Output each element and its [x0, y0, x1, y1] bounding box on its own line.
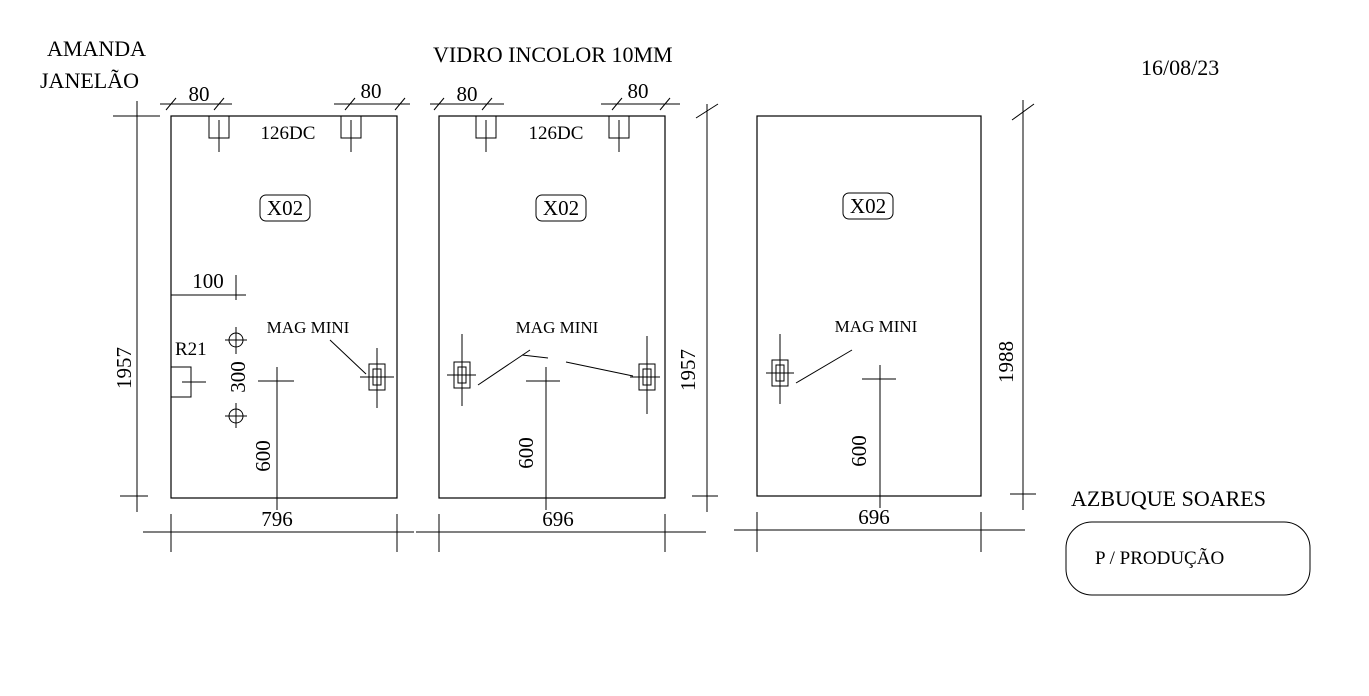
panel-1-center-height: 600: [251, 440, 275, 472]
panel-2-code-tag: [535, 194, 587, 222]
panel-1-height: 1957: [112, 347, 136, 389]
panel-1-holes: 300: [225, 327, 250, 428]
client-name: AMANDA: [47, 36, 146, 61]
panel-2-hinge-offset-left: 80: [457, 82, 478, 106]
installer-name: AZBUQUE SOARES: [1071, 486, 1266, 511]
panel-2-height-dimension: 1957: [676, 103, 719, 512]
panel-3-code-tag: [842, 192, 894, 220]
panel-2-code: X02: [543, 196, 579, 220]
panel-2-outline: [438, 115, 666, 499]
panel-1-notch: R21: [171, 339, 207, 398]
panel-1-width: 796: [261, 507, 293, 531]
panel-2-hinge-left: [475, 115, 497, 152]
panel-1-code: X02: [267, 196, 303, 220]
panel-3-width: 696: [858, 505, 890, 529]
panel-1-hole-spacing: 300: [226, 361, 250, 393]
panel-3-latch-label: MAG MINI: [835, 317, 918, 336]
panel-1-handle-offset: 100: [192, 269, 224, 293]
panel-2-latch-label: MAG MINI: [516, 318, 599, 337]
panel-3-outline: [756, 115, 982, 497]
panel-2-hinge-right: [608, 115, 630, 152]
panel-3-center-height: 600: [847, 435, 871, 467]
panel-1-hinge-label: 126DC: [261, 123, 316, 144]
panel-2-center-height-dimension: 600: [514, 367, 560, 510]
material-title: VIDRO INCOLOR 10MM: [433, 42, 673, 67]
panel-1-radius: R21: [175, 339, 207, 360]
glass-panel-2: 1957 696 80 80 126DC: [416, 79, 719, 552]
panel-2-width: 696: [542, 507, 574, 531]
panel-2-width-dimension: 696: [416, 507, 706, 552]
panel-1-width-dimension: 796: [143, 507, 414, 552]
production-stamp: P / PRODUÇÃO: [1095, 547, 1224, 569]
panel-1-handle-offset-dimension: 100: [171, 269, 246, 300]
glass-panel-3: 1988 696 X02 MAG MINI 600: [734, 100, 1036, 552]
panel-3-latch: MAG MINI: [766, 317, 918, 404]
glass-panel-1: 1957 796 80 80 126DC: [112, 79, 414, 552]
panel-1-code-tag: [259, 194, 311, 222]
drawing-date: 16/08/23: [1141, 55, 1219, 80]
panel-2-hinge-offset-right: 80: [628, 79, 649, 103]
panel-3-center-height-dimension: 600: [847, 365, 896, 508]
panel-1-latch-label: MAG MINI: [267, 318, 350, 337]
panel-3-height-dimension: 1988: [994, 100, 1036, 510]
panel-1-hinge-offset-left: 80: [189, 82, 210, 106]
panel-3-code: X02: [850, 194, 886, 218]
panel-2-latch-left: [447, 334, 476, 406]
panel-2-center-height: 600: [514, 437, 538, 469]
panel-2-hinge-offset-dimensions: 80 80: [430, 79, 680, 111]
panel-3-height: 1988: [994, 341, 1018, 383]
panel-1-hinge-offset-dimensions: 80 80: [160, 79, 410, 111]
panel-2-hinge-label: 126DC: [529, 123, 584, 144]
panel-1-hinge-left: [208, 115, 230, 152]
panel-1-hinge-right: [340, 115, 362, 152]
panel-2-height: 1957: [676, 349, 700, 391]
panel-1-hinge-offset-right: 80: [361, 79, 382, 103]
panel-1-outline: [170, 115, 398, 499]
product-name: JANELÃO: [40, 68, 139, 93]
panel-2-latch-right: [630, 336, 660, 414]
production-stamp-box: [1065, 521, 1311, 596]
panel-1-latch: MAG MINI: [267, 318, 394, 408]
panel-3-width-dimension: 696: [734, 505, 1025, 552]
panel-1-height-dimension: 1957: [112, 101, 160, 512]
panel-1-center-height-dimension: 600: [251, 367, 294, 510]
